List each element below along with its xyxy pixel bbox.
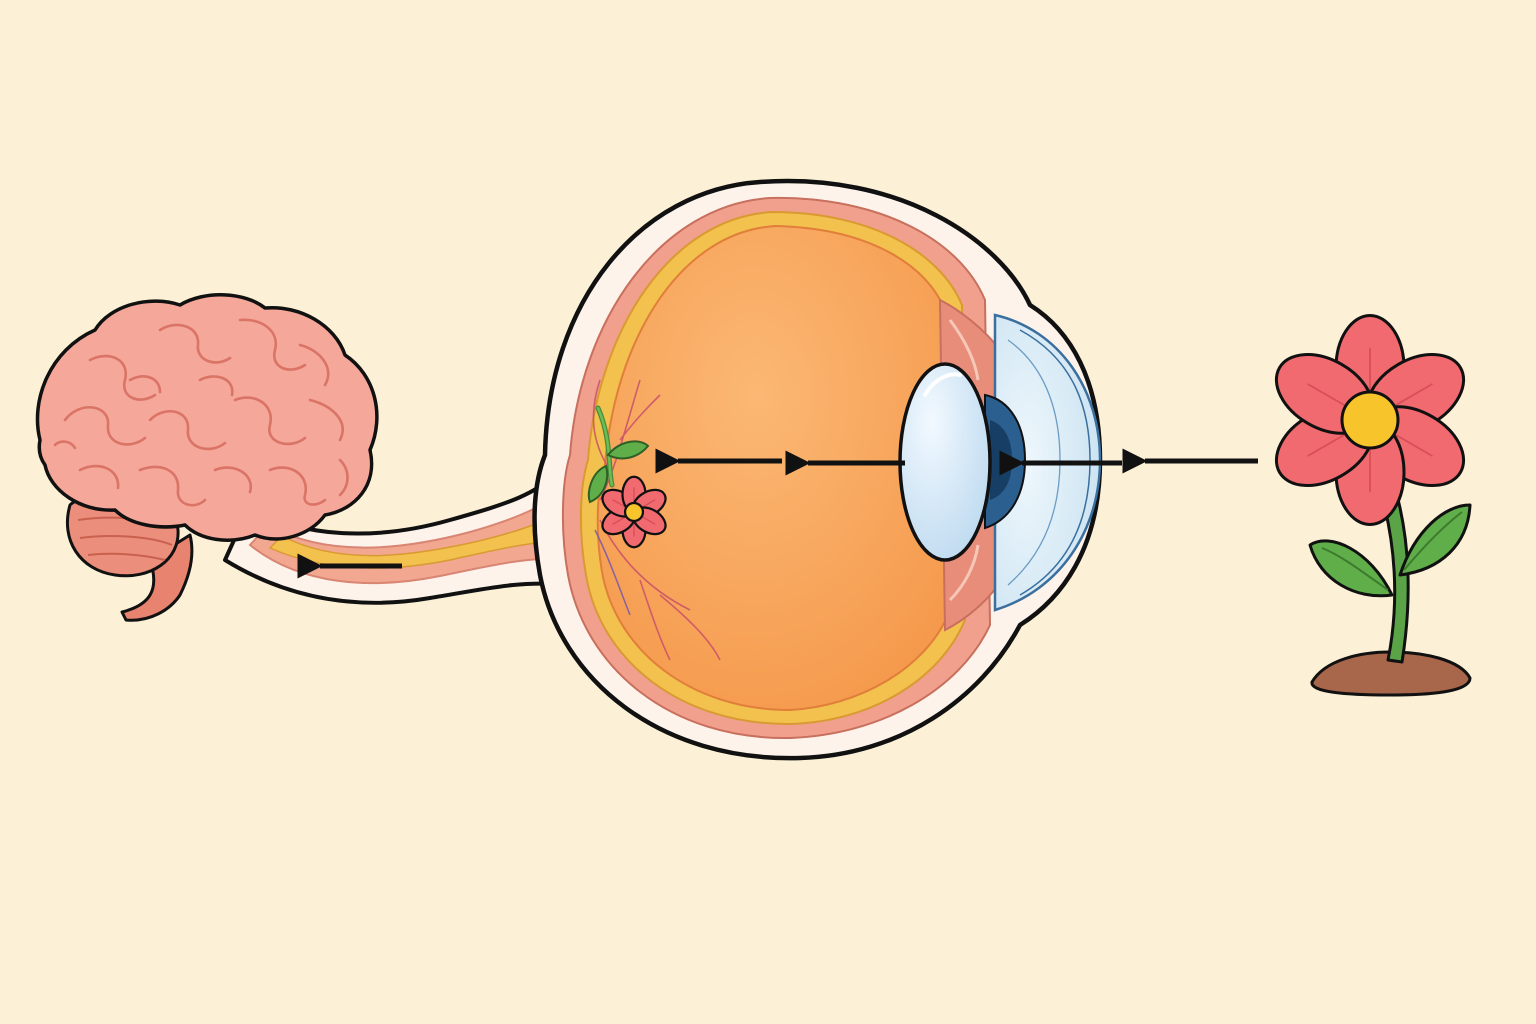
- inverted-flower-icon: [601, 475, 667, 549]
- flower-icon: [1274, 314, 1472, 697]
- light-path-arrows: [297, 448, 1258, 579]
- soil: [1310, 650, 1472, 697]
- flower-head: [1274, 314, 1466, 526]
- cerebrum: [35, 293, 379, 542]
- vitreous-body: [596, 224, 950, 712]
- leaf-left: [1308, 539, 1394, 598]
- retina-image-stem: [587, 405, 650, 504]
- flower-center: [1340, 390, 1400, 450]
- leaf-right: [1398, 503, 1472, 577]
- lens: [898, 362, 992, 562]
- brain-icon: [35, 293, 379, 622]
- brainstem: [120, 533, 194, 622]
- brain-folds: [53, 318, 349, 507]
- stem: [1378, 486, 1410, 664]
- eyeball: [532, 178, 1103, 761]
- flower-center: [623, 501, 645, 523]
- blood-vessels: [592, 379, 721, 661]
